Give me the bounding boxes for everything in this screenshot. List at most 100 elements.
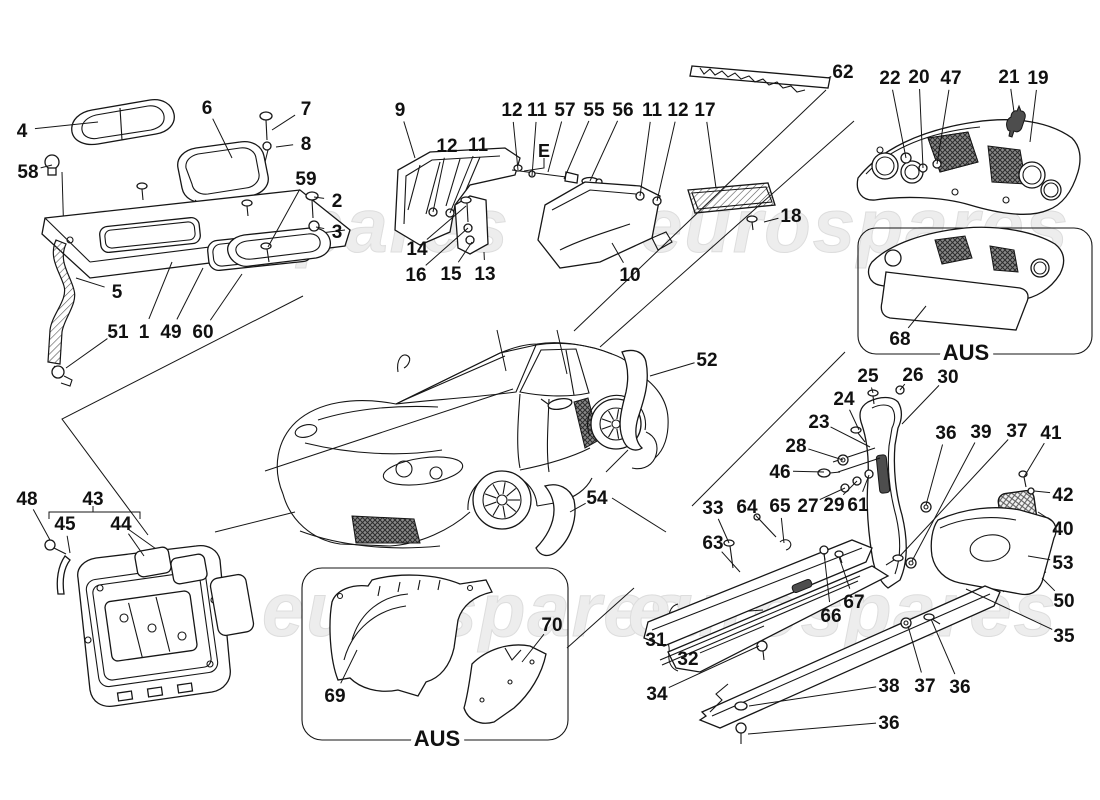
callout-41[interactable]: 41 bbox=[1040, 423, 1062, 444]
callout-64[interactable]: 64 bbox=[736, 497, 758, 518]
aus-box-wheelhouse bbox=[301, 567, 569, 741]
leader-53 bbox=[1027, 555, 1051, 561]
callout-62[interactable]: 62 bbox=[832, 62, 853, 83]
leader-36 bbox=[925, 444, 944, 506]
callout-23[interactable]: 23 bbox=[808, 412, 829, 433]
callout-50[interactable]: 50 bbox=[1053, 591, 1074, 612]
callout-31[interactable]: 31 bbox=[645, 630, 667, 651]
callout-7[interactable]: 7 bbox=[301, 99, 312, 120]
part-shield-70 bbox=[463, 644, 547, 724]
leader-37 bbox=[907, 625, 922, 673]
callout-12[interactable]: 12 bbox=[501, 100, 522, 121]
leader-49 bbox=[176, 267, 204, 320]
callout-12[interactable]: 12 bbox=[667, 100, 688, 121]
callout-70[interactable]: 70 bbox=[541, 615, 562, 636]
callout-36[interactable]: 36 bbox=[878, 713, 899, 734]
callout-9[interactable]: 9 bbox=[395, 100, 406, 121]
callout-59[interactable]: 59 bbox=[295, 169, 316, 190]
callout-11[interactable]: 11 bbox=[642, 100, 663, 121]
callout-2[interactable]: 2 bbox=[332, 191, 343, 212]
callout-27[interactable]: 27 bbox=[797, 496, 818, 517]
callout-1[interactable]: 1 bbox=[139, 322, 150, 343]
callout-26[interactable]: 26 bbox=[902, 365, 923, 386]
callout-42[interactable]: 42 bbox=[1052, 485, 1073, 506]
callout-29[interactable]: 29 bbox=[823, 495, 844, 516]
callout-14[interactable]: 14 bbox=[406, 239, 428, 260]
callout-56[interactable]: 56 bbox=[612, 100, 633, 121]
callout-61[interactable]: 61 bbox=[847, 495, 869, 516]
callout-21[interactable]: 21 bbox=[998, 67, 1020, 88]
callout-16[interactable]: 16 bbox=[405, 265, 426, 286]
wheel-spoke bbox=[484, 493, 497, 499]
callout-32[interactable]: 32 bbox=[677, 649, 698, 670]
callout-36[interactable]: 36 bbox=[935, 423, 956, 444]
callout-12[interactable]: 12 bbox=[436, 136, 457, 157]
callout-52[interactable]: 52 bbox=[696, 350, 717, 371]
leader-1 bbox=[148, 261, 173, 320]
part-strip-62 bbox=[689, 65, 831, 93]
callout-10[interactable]: 10 bbox=[619, 265, 640, 286]
callout-6[interactable]: 6 bbox=[202, 98, 213, 119]
callout-22[interactable]: 22 bbox=[879, 68, 900, 89]
callout-15[interactable]: 15 bbox=[440, 264, 462, 285]
callout-63[interactable]: 63 bbox=[702, 533, 723, 554]
callout-30[interactable]: 30 bbox=[937, 367, 958, 388]
callout-37[interactable]: 37 bbox=[914, 676, 935, 697]
callout-46[interactable]: 46 bbox=[769, 462, 790, 483]
callout-69[interactable]: 69 bbox=[324, 686, 345, 707]
callout-35[interactable]: 35 bbox=[1053, 626, 1075, 647]
callout-58[interactable]: 58 bbox=[17, 162, 38, 183]
callout-47[interactable]: 47 bbox=[940, 68, 961, 89]
callout-68[interactable]: 68 bbox=[889, 329, 910, 350]
leader-28 bbox=[808, 448, 844, 461]
leader-8 bbox=[275, 144, 294, 148]
callout-11[interactable]: 11 bbox=[527, 100, 548, 121]
callout-34[interactable]: 34 bbox=[646, 684, 668, 705]
callout-18[interactable]: 18 bbox=[780, 206, 801, 227]
callout-51[interactable]: 51 bbox=[107, 322, 129, 343]
leader-58 bbox=[40, 164, 53, 169]
callout-45[interactable]: 45 bbox=[54, 514, 76, 535]
callout-38[interactable]: 38 bbox=[878, 676, 899, 697]
callout-57[interactable]: 57 bbox=[554, 100, 575, 121]
callout-54[interactable]: 54 bbox=[586, 488, 608, 509]
callout-48[interactable]: 48 bbox=[16, 489, 37, 510]
leader-56 bbox=[589, 120, 619, 182]
callout-39[interactable]: 39 bbox=[970, 422, 991, 443]
callout-28[interactable]: 28 bbox=[785, 436, 806, 457]
callout-17[interactable]: 17 bbox=[694, 100, 715, 121]
callout-36[interactable]: 36 bbox=[949, 677, 970, 698]
callout-19[interactable]: 19 bbox=[1027, 68, 1048, 89]
part-quarter-trim-35 bbox=[930, 507, 1057, 596]
callout-67[interactable]: 67 bbox=[843, 592, 864, 613]
callout-20[interactable]: 20 bbox=[908, 67, 929, 88]
leader-55 bbox=[563, 120, 590, 180]
callout-43[interactable]: 43 bbox=[82, 489, 103, 510]
leader-36 bbox=[930, 618, 956, 675]
callout-53[interactable]: 53 bbox=[1052, 553, 1073, 574]
callout-24[interactable]: 24 bbox=[833, 389, 855, 410]
leader-16 bbox=[425, 227, 469, 266]
callout-55[interactable]: 55 bbox=[583, 100, 605, 121]
callout-33[interactable]: 33 bbox=[702, 498, 723, 519]
callout-3[interactable]: 3 bbox=[332, 222, 343, 243]
leader-3 bbox=[315, 226, 325, 230]
callout-66[interactable]: 66 bbox=[820, 606, 841, 627]
callout-37[interactable]: 37 bbox=[1006, 421, 1027, 442]
callout-8[interactable]: 8 bbox=[301, 134, 312, 155]
sill-badge bbox=[791, 578, 813, 594]
callout-60[interactable]: 60 bbox=[192, 322, 213, 343]
leader-23 bbox=[830, 426, 871, 448]
callout-44[interactable]: 44 bbox=[110, 514, 132, 535]
leader-52 bbox=[649, 362, 695, 377]
callout-25[interactable]: 25 bbox=[857, 366, 879, 387]
callout-11[interactable]: 11 bbox=[468, 135, 489, 156]
callout-65[interactable]: 65 bbox=[769, 496, 791, 517]
callout-4[interactable]: 4 bbox=[17, 121, 28, 142]
callout-49[interactable]: 49 bbox=[160, 322, 181, 343]
callout-40[interactable]: 40 bbox=[1052, 519, 1073, 540]
callout-5[interactable]: 5 bbox=[112, 282, 123, 303]
callout-13[interactable]: 13 bbox=[474, 264, 495, 285]
leader-9 bbox=[403, 121, 416, 159]
leader-30 bbox=[901, 385, 940, 425]
